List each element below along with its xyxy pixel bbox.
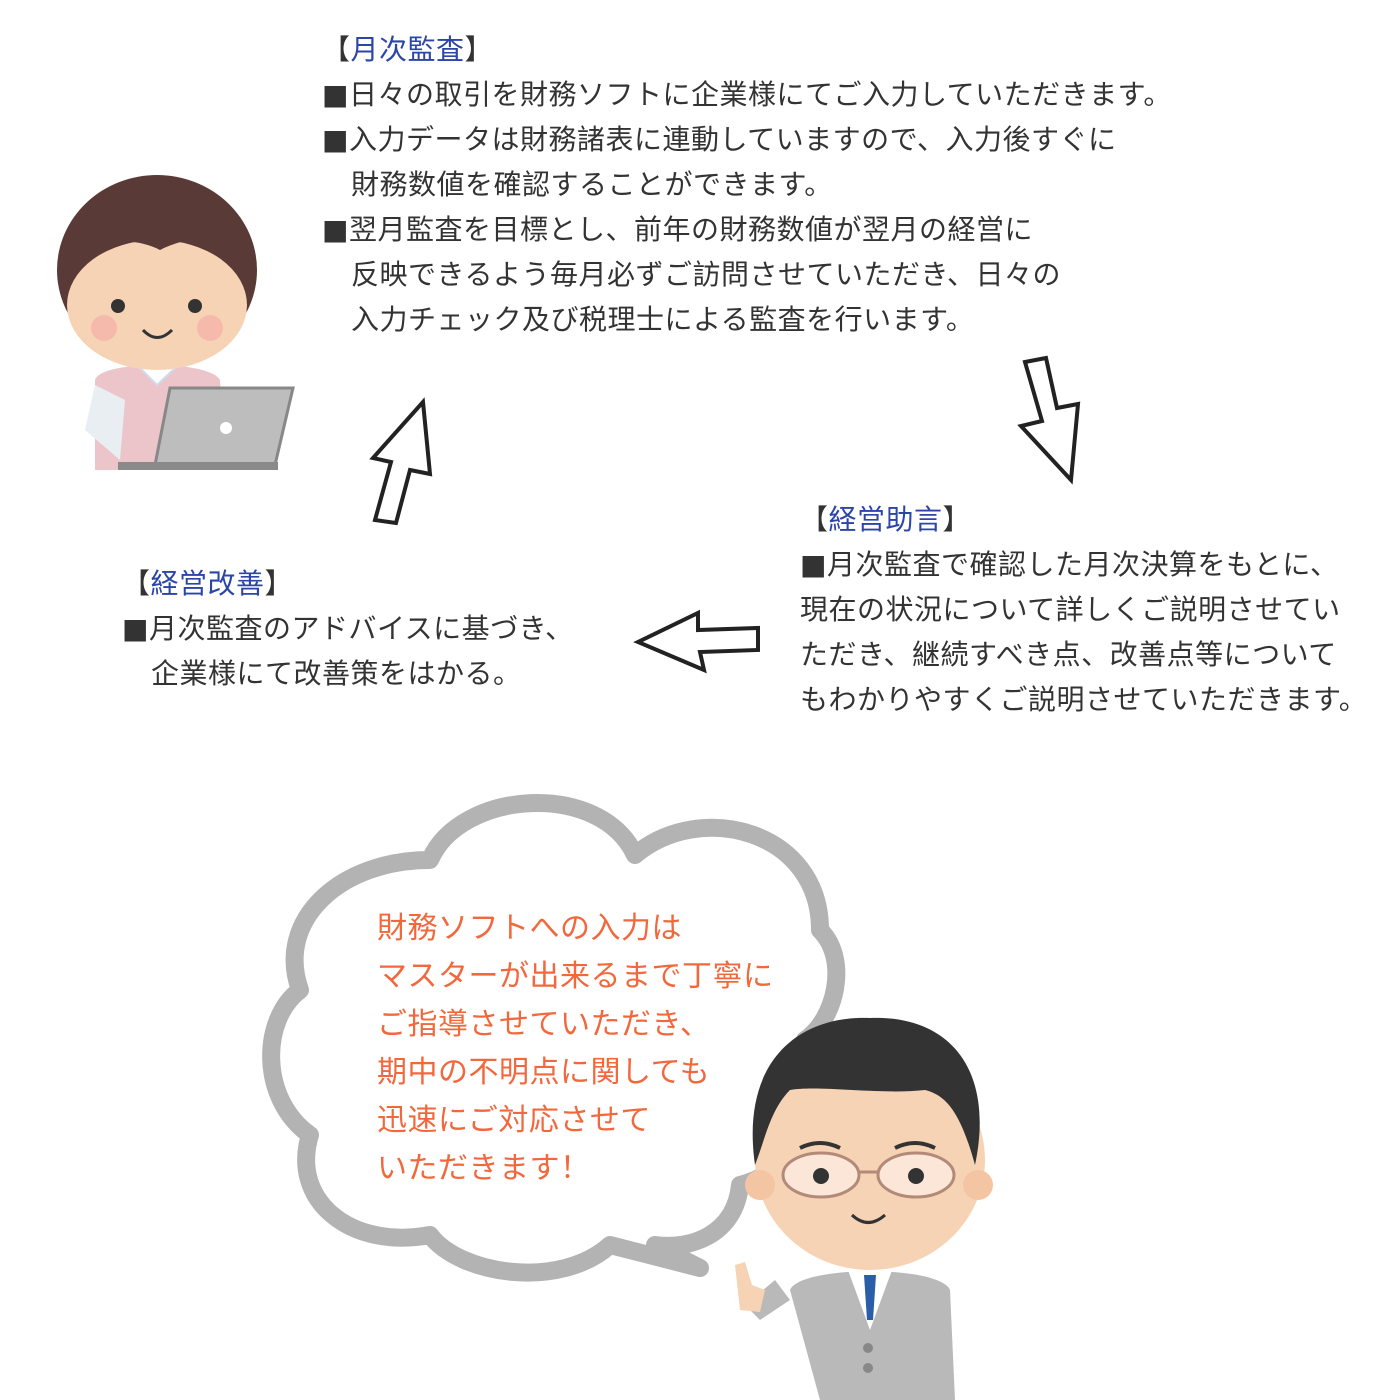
monthly-audit-line: 入力チェック及び税理士による監査を行います。: [351, 303, 975, 336]
management-improvement-line: ■月次監査のアドバイスに基づき、: [122, 612, 574, 645]
bubble-line: 迅速にご対応させて: [377, 1103, 651, 1138]
management-improvement-section: 【経営改善】 ■月次監査のアドバイスに基づき、 企業様にて改善策をはかる。: [122, 561, 574, 696]
heading-text: 月次監査: [350, 33, 465, 66]
management-advice-line: ただき、継続すべき点、改善点等について: [800, 638, 1337, 671]
management-advice-heading: 【経営助言】: [800, 497, 1367, 542]
bubble-line: マスターが出来るまで丁寧に: [377, 959, 774, 994]
monthly-audit-line: 財務数値を確認することができます。: [351, 168, 833, 201]
monthly-audit-heading: 【月次監査】: [322, 27, 1172, 72]
monthly-audit-line: ■入力データは財務諸表に連動していますので、入力後すぐに: [322, 123, 1117, 156]
bracket-open: 【: [322, 33, 351, 66]
management-advice-line: ■月次監査で確認した月次決算をもとに、: [800, 548, 1339, 581]
arrow-left-icon: [633, 609, 760, 674]
monthly-audit-line: ■日々の取引を財務ソフトに企業様にてご入力していただきます。: [322, 78, 1172, 111]
bracket-close: 】: [264, 567, 294, 600]
speech-bubble-text: 財務ソフトへの入力は マスターが出来るまで丁寧に ご指導させていただき、 期中の…: [377, 905, 774, 1193]
heading-text: 経営助言: [828, 503, 943, 536]
management-improvement-line: 企業様にて改善策をはかる。: [151, 657, 522, 690]
bracket-open: 【: [800, 503, 829, 536]
bracket-open: 【: [122, 567, 151, 600]
monthly-audit-line: ■翌月監査を目標とし、前年の財務数値が翌月の経営に: [322, 213, 1033, 246]
woman-with-laptop-illustration: [57, 175, 295, 470]
bubble-line: 財務ソフトへの入力は: [377, 911, 682, 946]
bubble-line: ご指導させていただき、: [377, 1007, 711, 1042]
speech-bubble-cloud: [262, 794, 846, 1282]
monthly-audit-line: 反映できるよう毎月必ずご訪問させていただき、日々の: [351, 258, 1061, 291]
bracket-close: 】: [464, 33, 494, 66]
management-advice-line: 現在の状況について詳しくご説明させてい: [800, 593, 1341, 626]
bracket-close: 】: [942, 503, 972, 536]
management-improvement-heading: 【経営改善】: [122, 561, 574, 606]
man-pointing-illustration: [735, 1017, 993, 1400]
arrow-up-icon: [369, 397, 433, 526]
bubble-line: 期中の不明点に関しても: [377, 1055, 711, 1090]
bubble-line: いただきます！: [377, 1151, 591, 1186]
heading-text: 経営改善: [150, 567, 265, 600]
management-advice-line: もわかりやすくご説明させていただきます。: [800, 683, 1368, 716]
management-advice-section: 【経営助言】 ■月次監査で確認した月次決算をもとに、 現在の状況について詳しくご…: [800, 497, 1367, 722]
arrow-down-icon: [1017, 355, 1081, 485]
monthly-audit-section: 【月次監査】 ■日々の取引を財務ソフトに企業様にてご入力していただきます。 ■入…: [322, 27, 1172, 342]
